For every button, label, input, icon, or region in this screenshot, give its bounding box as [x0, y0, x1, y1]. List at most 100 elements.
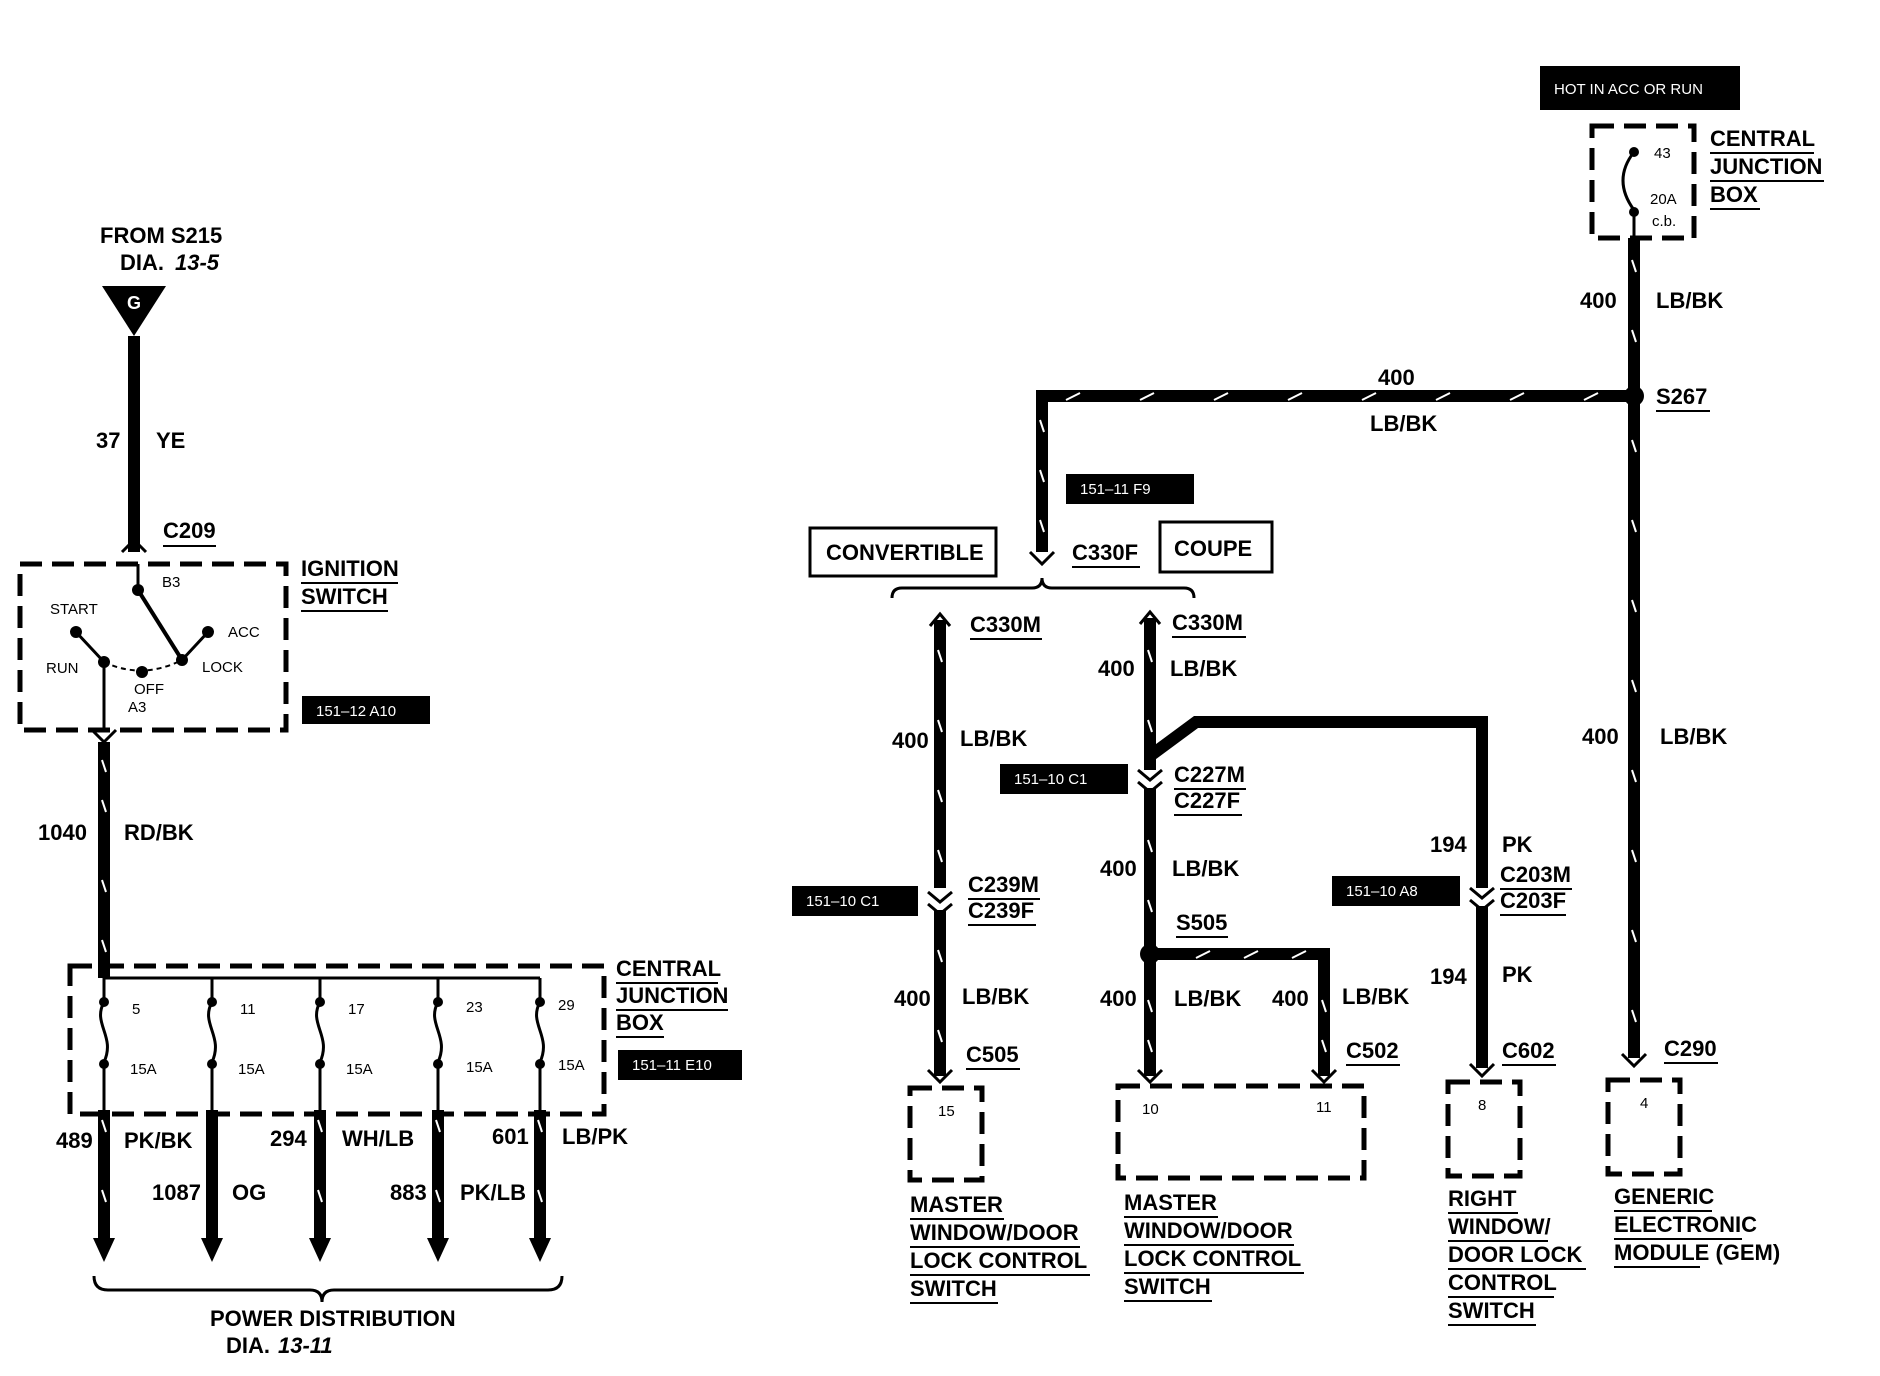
output-489-stripe: [101, 1119, 107, 1133]
c239f-label: C239F: [968, 898, 1034, 923]
output-883-stripe: [435, 1119, 441, 1133]
output-294-color: WH/LB: [342, 1126, 414, 1151]
ignition-acc-link: [180, 630, 210, 662]
power-distribution-title: POWER DISTRIBUTION: [210, 1306, 456, 1331]
fuse-5-element: [99, 1001, 109, 1063]
gem-box: [1605, 1077, 1683, 1177]
output-wire-294: 294 WH/LB: [270, 1064, 414, 1262]
coupe-wire-a-circuit: 400: [1098, 656, 1135, 681]
coupe-194-pk-wire: [1146, 716, 1488, 888]
coupe-wire-c-circuit: 400: [1100, 986, 1137, 1011]
right-branch-reference-tag: [1332, 876, 1460, 906]
coupe-c330m-symbol: [1138, 609, 1162, 625]
coupe-switch-pin-b: 11: [1316, 1099, 1332, 1116]
conv-c330m-label: C330M: [970, 612, 1041, 637]
c502-label: C502: [1346, 1038, 1399, 1063]
ignition-start: START: [50, 601, 98, 618]
right-branch-wire-a-color: PK: [1502, 832, 1533, 857]
coupe-wire-stripe: [1147, 1039, 1153, 1053]
coupe-wire-stripe: [1147, 999, 1153, 1013]
output-601-color: LB/PK: [562, 1124, 628, 1149]
fuse-23-number: 23: [466, 999, 483, 1016]
coupe-400-jumper-wire-stripe: [1243, 950, 1259, 959]
coupe-400-jumper-wire-stripe: [1195, 950, 1211, 959]
conv-wire-a-circuit: 400: [892, 728, 929, 753]
horizontal-400-wire: [1036, 390, 1628, 552]
left-cjb-box: [67, 963, 607, 1117]
gem-wire-color: LB/BK: [1660, 724, 1727, 749]
fuse-17-element: [315, 1001, 325, 1063]
gem-wire-stripe: [1631, 259, 1637, 273]
fuse-5: 5 15A: [99, 978, 157, 1078]
c505-connector-symbol: [926, 1068, 954, 1085]
right-cjb-fuse-number: 43: [1654, 145, 1671, 162]
wire-1040-circuit: 1040: [38, 820, 87, 845]
fuse-29-element: [535, 1001, 545, 1063]
right-top-wire-color: LB/BK: [1656, 288, 1723, 313]
c290-label: C290: [1664, 1036, 1717, 1061]
conv-wire-stripe: [937, 1029, 943, 1043]
ignition-start-link: [74, 630, 106, 664]
ignition-acc: ACC: [228, 624, 260, 641]
output-601-stripe: [537, 1119, 543, 1133]
circuit-breaker-symbol: [1621, 151, 1636, 211]
c602-connector-symbol: [1468, 1062, 1496, 1079]
right-top-wire-circuit: 400: [1580, 288, 1617, 313]
gem-line-1: GENERIC: [1614, 1184, 1714, 1209]
coupe-jumper-stripe: [1321, 999, 1327, 1013]
coupe-switch-line-4: SWITCH: [1124, 1274, 1211, 1299]
coupe-wire-stripe: [1147, 839, 1153, 853]
fuse-29-number: 29: [558, 997, 575, 1014]
ignition-b3: B3: [162, 574, 180, 591]
wire-stripes: [101, 259, 1637, 1203]
gem-wire-stripe: [1631, 1009, 1637, 1023]
c502-pin-10-symbol: [1136, 1068, 1164, 1085]
right-cjb-title-2: JUNCTION: [1710, 154, 1822, 179]
coupe-reference-tag: [1000, 764, 1128, 794]
gem-wire-stripe: [1631, 519, 1637, 533]
c330f-label: C330F: [1072, 540, 1138, 565]
output-883-circuit: 883: [390, 1180, 427, 1205]
output-601-stripe: [537, 1189, 543, 1203]
coupe-switch-line-2: WINDOW/DOOR: [1124, 1218, 1293, 1243]
coupe-switch-pin-a: 10: [1142, 1101, 1159, 1118]
horizontal-400-wire-stripe: [1213, 392, 1229, 401]
gem-wire-stripe: [1631, 329, 1637, 343]
coupe-400-jumper-wire: [1150, 948, 1330, 1076]
ignition-reference-tag-text: 151–12 A10: [316, 703, 396, 720]
ignition-a3: A3: [128, 699, 146, 716]
wire-1040-stripe: [101, 759, 107, 773]
horizontal-wire-circuit: 400: [1378, 365, 1415, 390]
f9-reference-tag-text: 151–11 F9: [1080, 481, 1151, 498]
c505-label: C505: [966, 1042, 1019, 1067]
conv-switch-line-3: LOCK CONTROL: [910, 1248, 1087, 1273]
gem-wire-stripe: [1631, 769, 1637, 783]
gem-wire-stripe: [1631, 849, 1637, 863]
conv-switch-pin: 15: [938, 1103, 955, 1120]
output-883-color: PK/LB: [460, 1180, 526, 1205]
output-1087-color: OG: [232, 1180, 266, 1205]
left-cjb-reference-tag-text: 151–11 E10: [632, 1057, 712, 1074]
coupe-wire-stripe: [1147, 719, 1153, 733]
coupe-wire-c-color: LB/BK: [1174, 986, 1241, 1011]
right-branch-reference-tag-text: 151–10 A8: [1346, 883, 1418, 900]
coupe-switch-line-3: LOCK CONTROL: [1124, 1246, 1301, 1271]
right-switch-line-3: DOOR LOCK: [1448, 1242, 1583, 1267]
fuse-17-amperage: 15A: [346, 1061, 373, 1078]
output-489-circuit: 489: [56, 1128, 93, 1153]
fuse-11-element: [207, 1001, 217, 1063]
horizontal-400-drop-stripe: [1039, 419, 1045, 433]
output-wire-489: 489 PK/BK: [56, 1064, 193, 1262]
left-cjb-reference-tag: [618, 1050, 742, 1080]
horizontal-400-drop-stripe: [1039, 469, 1045, 483]
fuse-5-amperage: 15A: [130, 1061, 157, 1078]
coupe-reference-tag-text: 151–10 C1: [1014, 771, 1087, 788]
fuse-11-amperage: 15A: [238, 1061, 265, 1078]
c209-connector-symbol: [120, 537, 148, 554]
gem-wire-circuit: 400: [1582, 724, 1619, 749]
ignition-run: RUN: [46, 660, 79, 677]
coupe-label-box: [1158, 520, 1274, 574]
left-cjb-title-1: CENTRAL: [616, 956, 721, 981]
output-wire-294-arrow: [309, 1238, 331, 1262]
gem-line-2: ELECTRONIC: [1614, 1212, 1757, 1237]
